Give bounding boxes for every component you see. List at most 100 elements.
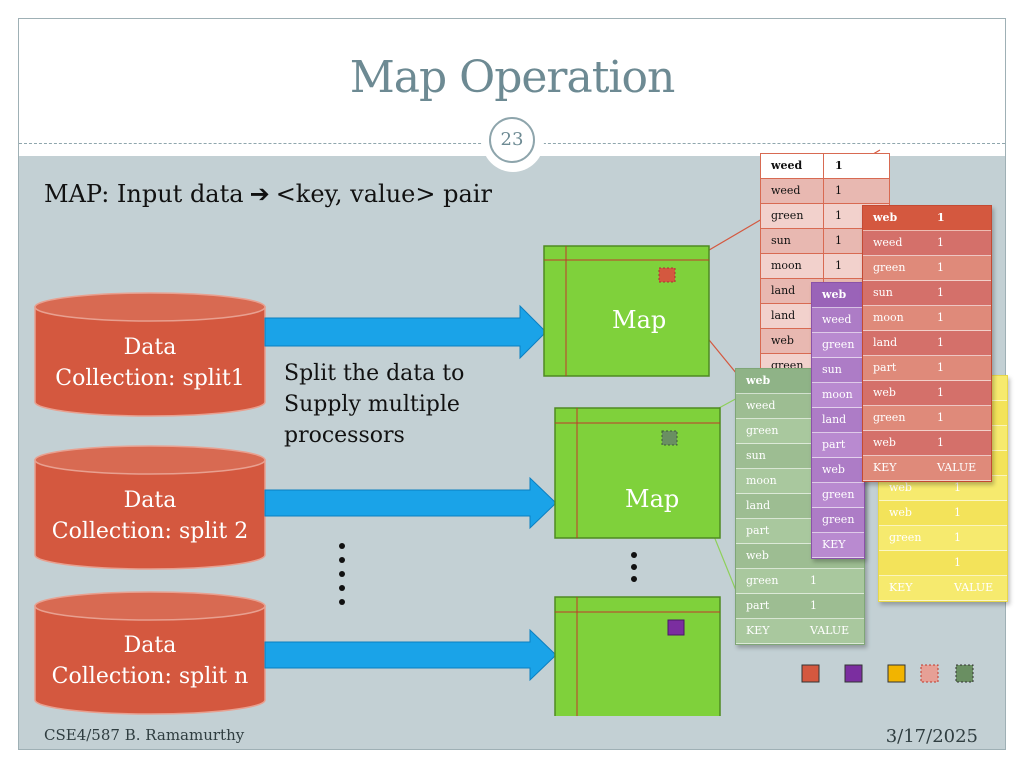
kv-row: part xyxy=(812,433,864,458)
data-source-label-3: Data Collection: split n xyxy=(35,630,265,692)
kv-key: green xyxy=(771,209,804,222)
slide-title: Map Operation xyxy=(349,52,676,103)
legend-square xyxy=(801,664,820,683)
kv-key: green xyxy=(822,513,855,526)
map-box-1 xyxy=(543,245,710,377)
kv-key: weed xyxy=(746,399,776,412)
ellipsis-dots-left xyxy=(339,543,345,605)
kv-key: green xyxy=(746,574,779,587)
kv-row: KEY VALUE xyxy=(879,576,1007,601)
kv-value: 1 xyxy=(810,599,817,612)
kv-key: weed xyxy=(771,159,803,172)
kv-key: moon xyxy=(746,474,777,487)
kv-key: KEY xyxy=(822,538,846,551)
kv-key: moon xyxy=(873,311,904,324)
kv-key: KEY xyxy=(889,581,913,594)
kv-key: green xyxy=(873,261,906,274)
map-label-1: Map xyxy=(612,306,667,334)
kv-key: moon xyxy=(771,259,802,272)
kv-value: 1 xyxy=(937,436,944,449)
kv-key: web xyxy=(771,334,794,347)
data-source-label-2: Data Collection: split 2 xyxy=(35,485,265,547)
legend-squares xyxy=(801,664,974,683)
kv-key: part xyxy=(873,361,897,374)
data-source-line: Collection: split 2 xyxy=(51,519,249,544)
kv-value: 1 xyxy=(835,159,843,172)
kv-key: web xyxy=(873,211,898,224)
data-source-line: Collection: split1 xyxy=(55,366,245,391)
kv-key: web xyxy=(822,288,847,301)
slide-subtitle: MAP: Input data➔<key, value> pair xyxy=(44,180,492,208)
kv-value: 1 xyxy=(937,386,944,399)
kv-value: 1 xyxy=(937,361,944,374)
flow-arrow-1 xyxy=(264,304,547,360)
kv-row: KEY VALUE xyxy=(736,619,864,644)
kv-key: web xyxy=(822,463,845,476)
ellipsis-dots-right xyxy=(631,552,637,582)
flow-arrow-2 xyxy=(264,476,557,530)
kv-value: 1 xyxy=(835,234,842,247)
kv-value: 1 xyxy=(954,481,961,494)
kv-value: 1 xyxy=(937,286,944,299)
kv-row: green xyxy=(812,508,864,533)
kv-row: land 1 xyxy=(863,331,991,356)
data-source-cylinder-1 xyxy=(34,292,266,417)
kv-row: sun xyxy=(812,358,864,383)
map-label-2: Map xyxy=(625,485,680,513)
kv-key: green xyxy=(873,411,906,424)
kv-value: 1 xyxy=(954,506,961,519)
kv-key: land xyxy=(771,284,796,297)
kv-key: land xyxy=(822,413,847,426)
kv-key: KEY xyxy=(746,624,770,637)
kv-row: weed 1 xyxy=(761,154,889,179)
subtitle-left: MAP: Input data xyxy=(44,180,244,208)
split-note-line: Split the data to xyxy=(284,361,465,386)
kv-key: green xyxy=(822,338,855,351)
kv-key: sun xyxy=(873,286,893,299)
kv-value: 1 xyxy=(937,311,944,324)
legend-square xyxy=(887,664,906,683)
kv-row: web xyxy=(812,283,864,308)
data-source-cylinder-3 xyxy=(34,591,266,715)
kv-value: VALUE xyxy=(810,624,850,637)
kv-key: web xyxy=(873,436,896,449)
map-box-3 xyxy=(554,596,721,728)
footer-date: 3/17/2025 xyxy=(885,726,978,747)
kv-key: moon xyxy=(822,388,853,401)
kv-row: sun 1 xyxy=(863,281,991,306)
kv-row: web xyxy=(812,458,864,483)
kv-row: land xyxy=(812,408,864,433)
kv-row: weed 1 xyxy=(761,179,889,204)
kv-value: 1 xyxy=(937,261,944,274)
kv-key: sun xyxy=(822,363,842,376)
data-source-cylinder-2 xyxy=(34,445,266,570)
data-source-line: Collection: split n xyxy=(51,664,249,689)
kv-value: VALUE xyxy=(937,461,977,474)
kv-key: weed xyxy=(771,184,801,197)
kv-value: VALUE xyxy=(954,581,994,594)
kv-row: weed xyxy=(812,308,864,333)
kv-row: green 1 xyxy=(863,256,991,281)
kv-value: 1 xyxy=(835,184,842,197)
kv-row: 1 xyxy=(879,551,1007,576)
map-marker-2 xyxy=(661,430,678,446)
kv-key: land xyxy=(873,336,898,349)
data-source-label-1: Data Collection: split1 xyxy=(35,332,265,394)
kv-value: 1 xyxy=(835,259,842,272)
split-note-line: processors xyxy=(284,423,405,448)
subtitle-right: <key, value> pair xyxy=(275,180,492,208)
legend-square xyxy=(955,664,974,683)
kv-key: weed xyxy=(822,313,852,326)
kv-key: part xyxy=(746,524,770,537)
kv-key: web xyxy=(889,481,912,494)
kv-value: 1 xyxy=(937,336,944,349)
